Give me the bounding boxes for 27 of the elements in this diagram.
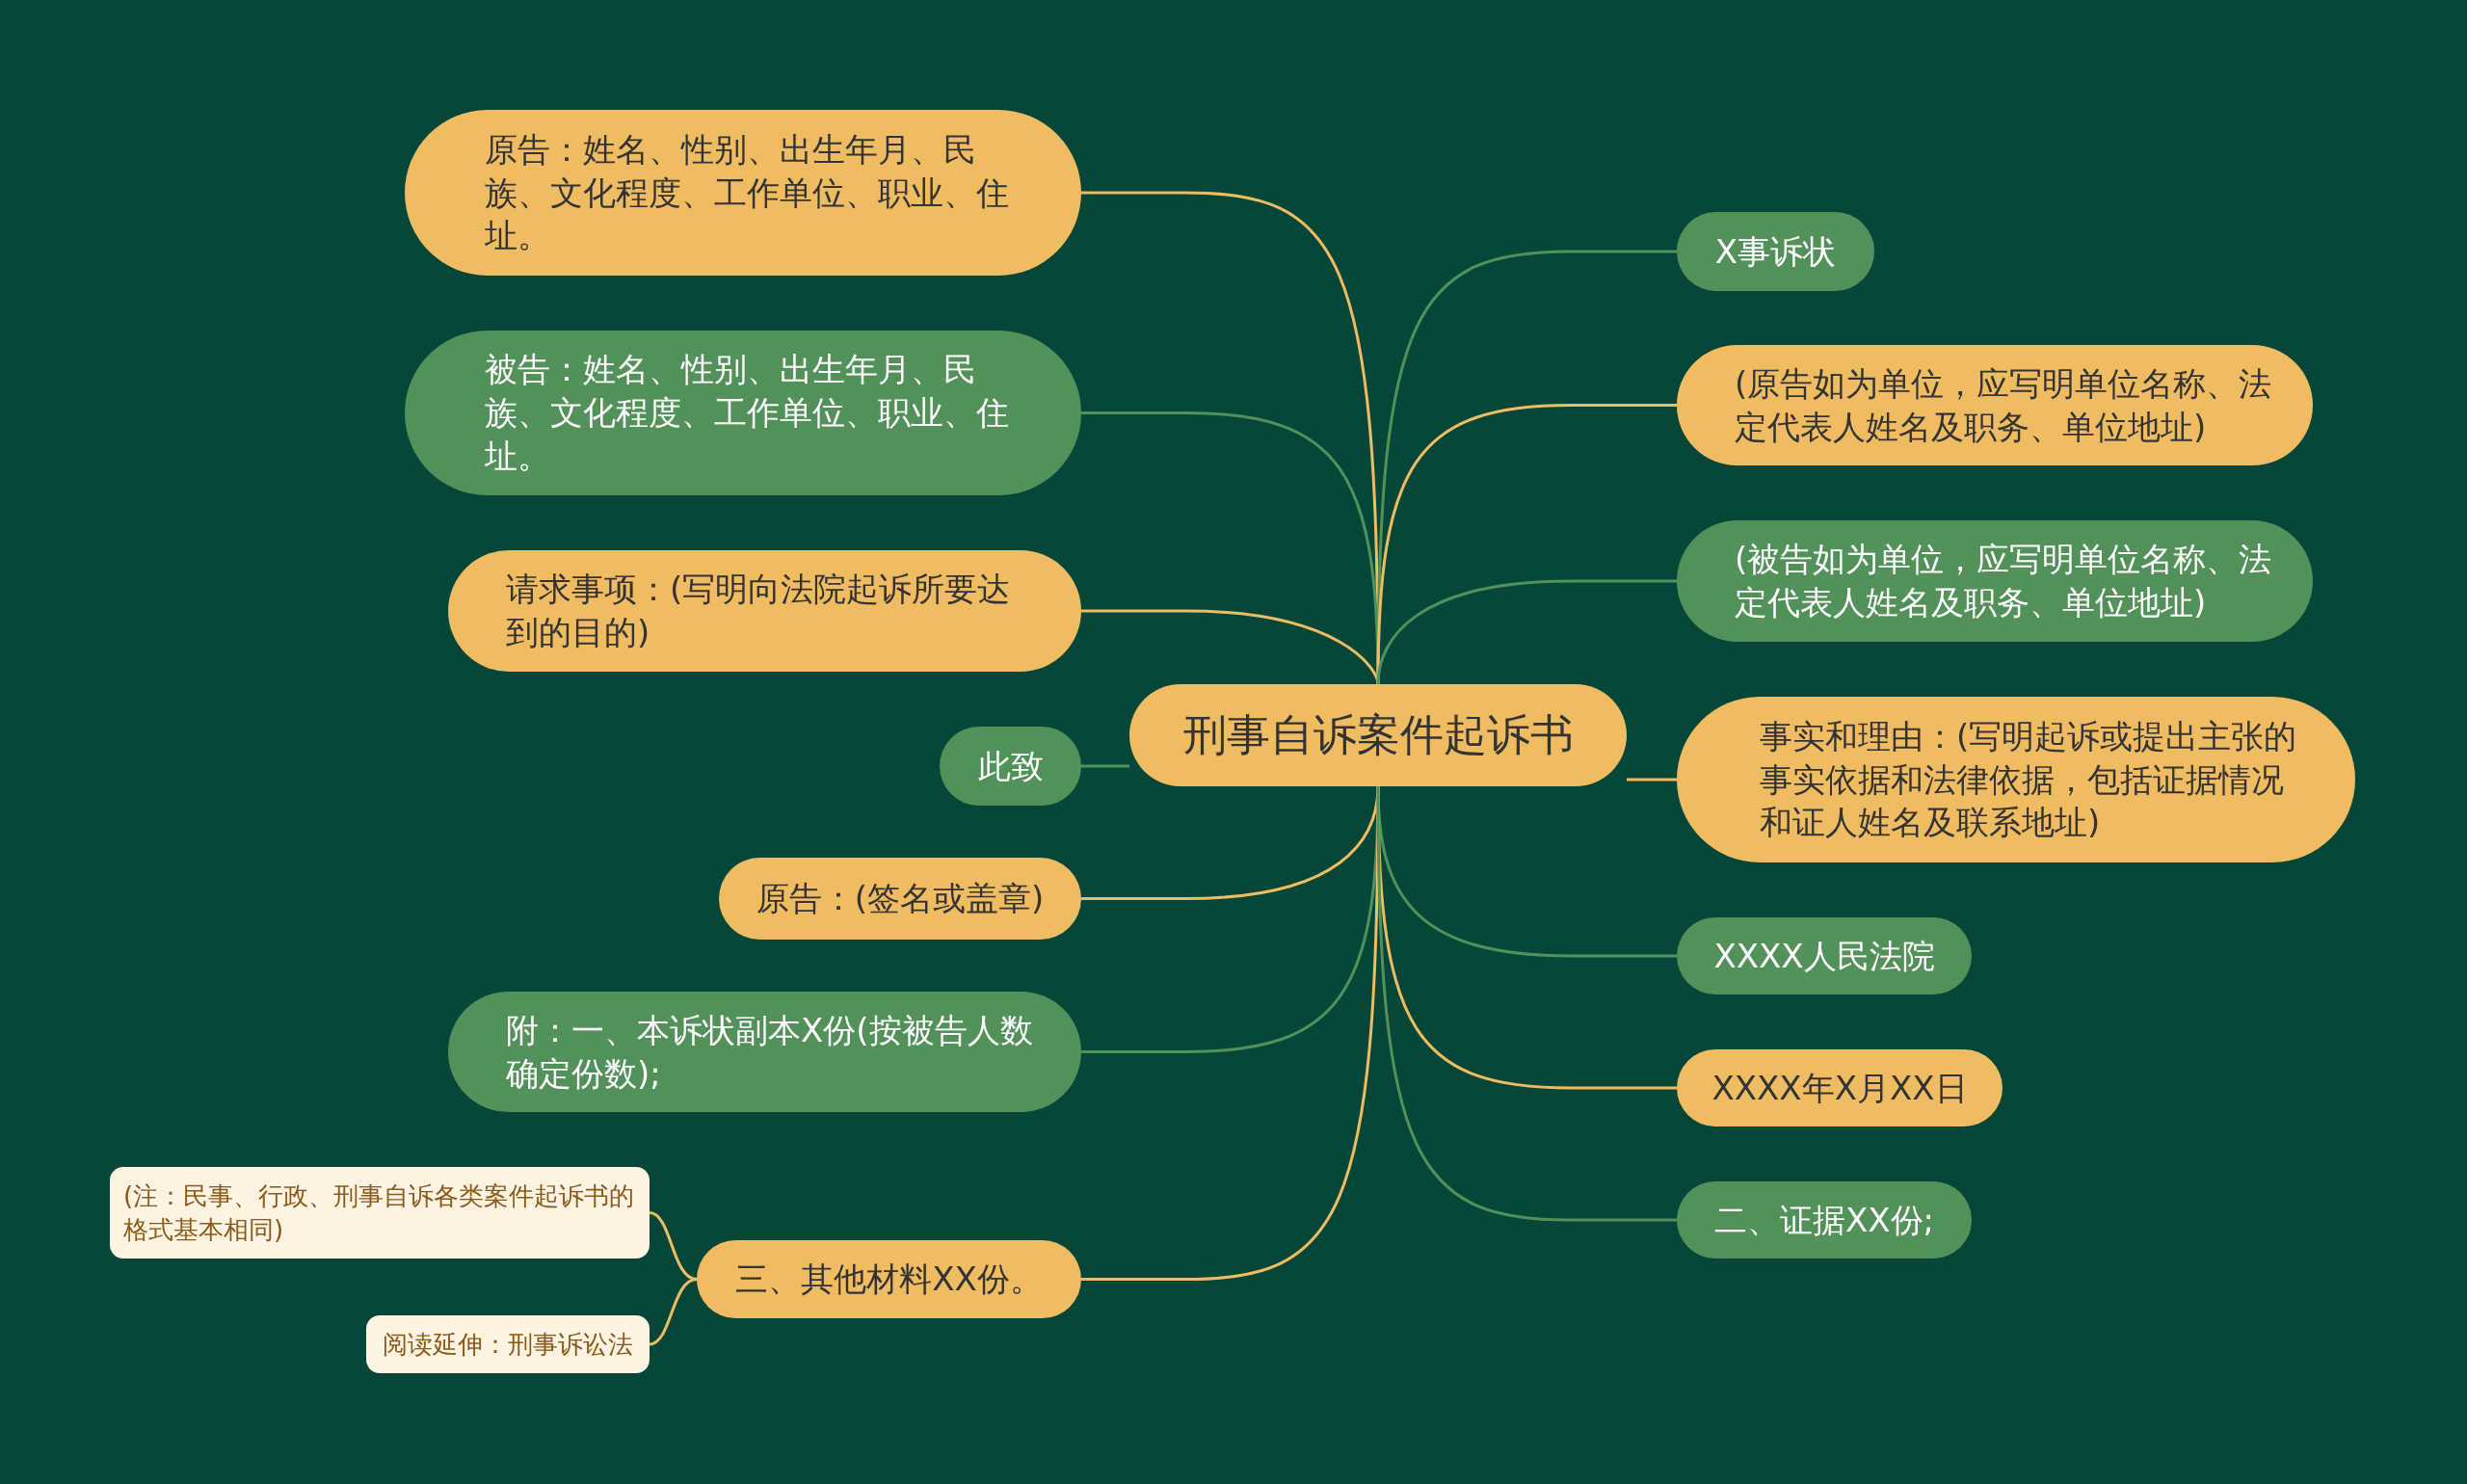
- topic-text: 三、其他材料XX份。: [735, 1259, 1043, 1301]
- connector-line: [1081, 764, 1129, 768]
- topic-text: 原告：(签名或盖章): [756, 878, 1045, 920]
- note-box: [110, 1167, 650, 1259]
- topic-text: XXXX人民法院: [1713, 935, 1935, 977]
- topic-text: (注：民事、行政、刑事自诉各类案件起诉书的格式基本相同): [123, 1180, 636, 1246]
- topic-text: 被告：姓名、性别、出生年月、民族、文化程度、工作单位、职业、住址。: [485, 349, 1010, 477]
- topic-text: 阅读延伸：刑事诉讼法: [383, 1328, 633, 1361]
- connector-line: [649, 1278, 698, 1346]
- topic-text: 此致: [977, 745, 1044, 787]
- note-box: [366, 1315, 650, 1373]
- topic-text: 原告：姓名、性别、出生年月、民族、文化程度、工作单位、职业、住址。: [485, 128, 1010, 257]
- connector-line: [1376, 579, 1677, 685]
- topic-text: (原告如为单位，应写明单位名称、法定代表人姓名及职务、单位地址): [1735, 362, 2273, 448]
- connector-line: [1376, 404, 1677, 685]
- topic-text: X事诉状: [1714, 230, 1837, 273]
- topic-text: XXXX年X月XX日: [1711, 1067, 1968, 1109]
- topic-text: (被告如为单位，应写明单位名称、法定代表人姓名及职务、单位地址): [1735, 539, 2273, 623]
- connector-line: [1376, 250, 1677, 684]
- connector-line: [1627, 778, 1677, 782]
- topic-text: 附：一、本诉状副本X份(按被告人数确定份数);: [506, 1009, 1033, 1095]
- connector-line: [1376, 786, 1677, 1222]
- topic-text: 请求事项：(写明向法院起诉所要达到的目的): [506, 569, 1012, 653]
- topic-text: 二、证据XX份;: [1713, 1199, 1934, 1241]
- topic-text: 刑事自诉案件起诉书: [1182, 708, 1574, 763]
- topic-text: 事实和理由：(写明起诉或提出主张的事实依据和法律依据，包括证据情况和证人姓名及联系地址): [1760, 715, 2297, 844]
- connector-line: [1081, 786, 1380, 1281]
